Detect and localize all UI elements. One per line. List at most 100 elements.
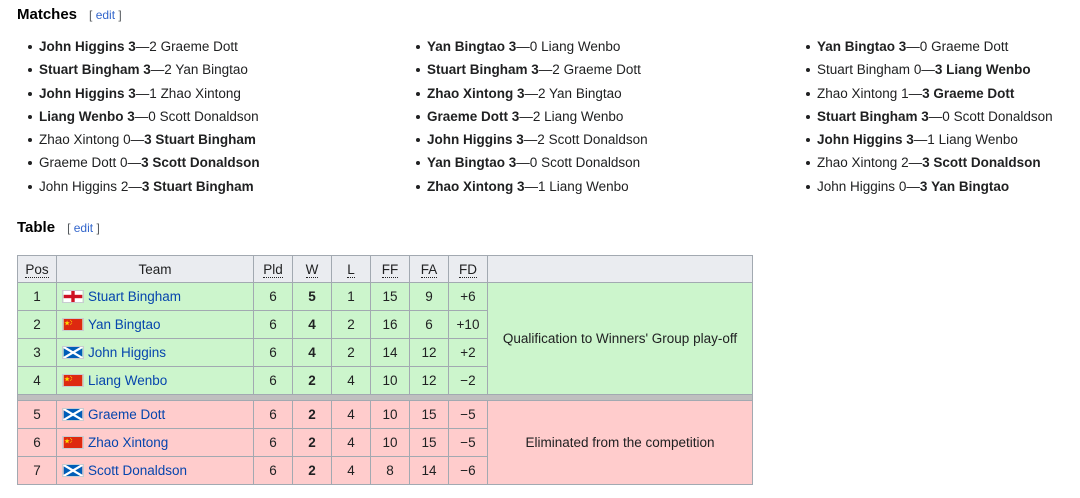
match-player-b: Liang Wenbo (544, 108, 624, 124)
table-edit-link[interactable]: edit (73, 221, 94, 235)
team-cell: Liang Wenbo (56, 366, 254, 395)
match-player-b: Zhao Xintong (160, 85, 241, 101)
scotland-flag-icon (62, 464, 84, 477)
fd-cell: −2 (448, 366, 488, 395)
matches-edit-wrap: [ edit ] (89, 8, 122, 22)
match-player-b: Scott Donaldson (159, 108, 259, 124)
scotland-flag-icon (62, 408, 84, 421)
fd-cell: +10 (448, 310, 488, 339)
match-player-a: Yan Bingtao (427, 39, 506, 54)
match-score-a: 3 (517, 85, 525, 101)
match-player-b: Scott Donaldson (152, 155, 260, 171)
match-score-a: 0 (898, 178, 907, 194)
match-player-b: Graeme Dott (160, 39, 238, 54)
match-score-b: 1 (927, 132, 935, 148)
losses-cell: 4 (331, 400, 371, 429)
elimination-note: Eliminated from the competition (487, 400, 753, 485)
match-item: Yan Bingtao 3—0 Graeme Dott (805, 35, 1053, 58)
match-score-a: 3 (511, 108, 520, 124)
wins-cell: 4 (292, 310, 332, 339)
match-item: John Higgins 3—1 Zhao Xintong (27, 82, 260, 105)
fa-cell: 15 (409, 428, 449, 457)
match-player-b: Graeme Dott (931, 39, 1009, 54)
match-player-b: Stuart Bingham (153, 178, 254, 194)
match-score-b: 3 (922, 85, 930, 101)
fa-cell: 12 (409, 366, 449, 395)
match-score-b: 0 (919, 39, 928, 54)
fd-cell: +6 (448, 282, 488, 311)
losses-cell: 4 (331, 366, 371, 395)
pos-cell: 2 (17, 310, 57, 339)
match-score-b: 1 (149, 85, 157, 101)
fa-cell: 6 (409, 310, 449, 339)
match-score-a: 3 (517, 178, 525, 194)
match-score-b: 3 (141, 178, 150, 194)
losses-cell: 2 (331, 310, 371, 339)
header-ff[interactable]: FF (370, 255, 410, 283)
match-score-b: 2 (149, 39, 157, 54)
header-l[interactable]: L (331, 255, 371, 283)
fa-cell: 15 (409, 400, 449, 429)
match-item: Zhao Xintong 2—3 Scott Donaldson (805, 151, 1053, 174)
china-flag-icon (62, 436, 84, 449)
losses-cell: 4 (331, 428, 371, 457)
matches-edit-link[interactable]: edit (95, 8, 116, 22)
header-w[interactable]: W (292, 255, 332, 283)
match-score-a: 3 (143, 62, 151, 78)
match-player-a: John Higgins (39, 178, 118, 194)
fd-cell: −5 (448, 400, 488, 429)
match-score-a: 0 (913, 62, 922, 78)
pld-cell: 6 (253, 400, 293, 429)
match-player-a: Zhao Xintong (817, 85, 898, 101)
match-player-b: Scott Donaldson (541, 155, 641, 171)
pos-cell: 5 (17, 400, 57, 429)
match-item: Yan Bingtao 3—0 Liang Wenbo (415, 35, 648, 58)
team-link[interactable]: Stuart Bingham (88, 289, 182, 304)
match-player-a: Yan Bingtao (817, 39, 896, 54)
losses-cell: 2 (331, 338, 371, 367)
match-score-a: 2 (120, 178, 129, 194)
table-title: Table (17, 219, 56, 236)
match-score-a: 3 (516, 132, 524, 148)
pld-cell: 6 (253, 366, 293, 395)
match-player-a: John Higgins (427, 132, 513, 148)
china-flag-icon (62, 374, 84, 387)
team-link[interactable]: Zhao Xintong (88, 435, 169, 450)
fd-cell: −6 (448, 456, 488, 485)
fa-cell: 12 (409, 338, 449, 367)
match-item: Stuart Bingham 0—3 Liang Wenbo (805, 58, 1053, 81)
ff-cell: 8 (370, 456, 410, 485)
match-player-a: John Higgins (39, 39, 125, 54)
match-player-b: Liang Wenbo (549, 178, 629, 194)
header-fd[interactable]: FD (448, 255, 488, 283)
team-link[interactable]: Graeme Dott (88, 407, 166, 422)
team-link[interactable]: Yan Bingtao (88, 317, 161, 332)
match-score-b: 2 (532, 108, 541, 124)
match-player-a: Zhao Xintong (39, 132, 120, 148)
header-fa[interactable]: FA (409, 255, 449, 283)
wins-cell: 4 (292, 338, 332, 367)
match-score-a: 3 (127, 108, 135, 124)
match-score-a: 3 (128, 85, 136, 101)
team-link[interactable]: Liang Wenbo (88, 373, 168, 388)
match-player-a: Zhao Xintong (427, 178, 514, 194)
match-score-b: 0 (942, 108, 950, 124)
team-link[interactable]: John Higgins (88, 345, 167, 360)
match-score-b: 3 (141, 155, 149, 171)
team-link[interactable]: Scott Donaldson (88, 463, 188, 478)
match-score-a: 3 (898, 39, 907, 54)
qualification-note: Qualification to Winners' Group play-off (487, 282, 753, 395)
header-pld[interactable]: Pld (253, 255, 293, 283)
header-note (487, 255, 753, 283)
header-pos[interactable]: Pos (17, 255, 57, 283)
pld-cell: 6 (253, 310, 293, 339)
fd-cell: +2 (448, 338, 488, 367)
match-player-b: Graeme Dott (563, 62, 641, 78)
match-player-b: Scott Donaldson (933, 155, 1041, 171)
